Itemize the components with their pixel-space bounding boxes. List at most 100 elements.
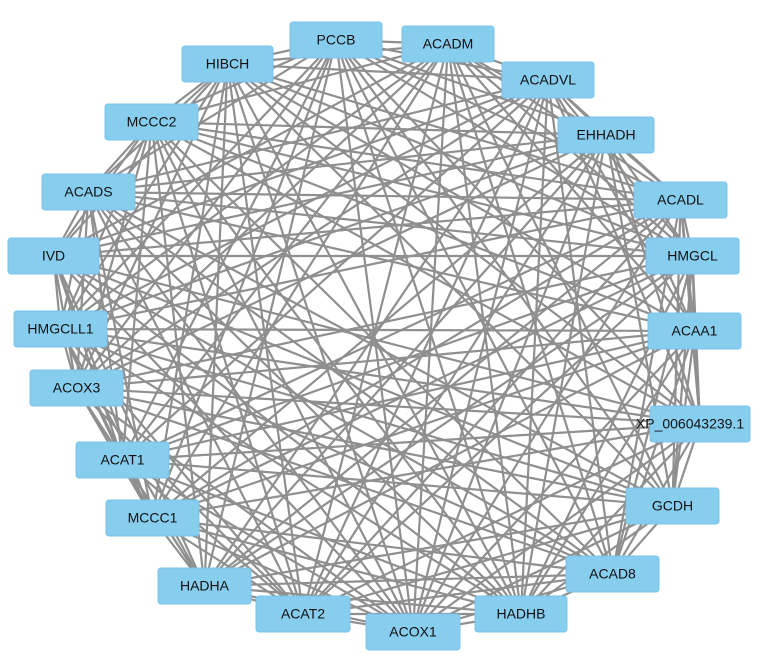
network-edge bbox=[152, 329, 695, 520]
network-edge bbox=[411, 134, 608, 633]
network-edge bbox=[150, 121, 414, 633]
gene-node-box bbox=[649, 405, 751, 443]
network-edge bbox=[203, 79, 549, 587]
network-edges bbox=[52, 38, 702, 634]
gene-node-box bbox=[7, 237, 100, 275]
gene-node-label: XP_006043239.1 bbox=[636, 416, 744, 432]
network-edge bbox=[226, 63, 415, 633]
gene-node-label: ACOX1 bbox=[389, 624, 437, 640]
gene-node-acadvl: ACADVL bbox=[501, 61, 595, 99]
network-edge bbox=[87, 191, 304, 615]
gene-node-label: HMGCLL1 bbox=[27, 321, 93, 337]
network-edge bbox=[604, 134, 674, 507]
gene-node-label: MCCC1 bbox=[128, 510, 178, 526]
network-edge bbox=[87, 191, 522, 615]
gene-node-box bbox=[633, 181, 728, 219]
network-edge bbox=[88, 190, 693, 258]
gene-node-box bbox=[501, 61, 595, 99]
gene-node-label: ACADS bbox=[64, 184, 112, 200]
gene-node-acat2: ACAT2 bbox=[255, 595, 351, 633]
gene-node-box bbox=[41, 173, 136, 211]
gene-node-pccb: PCCB bbox=[289, 21, 383, 59]
gene-node-box bbox=[474, 595, 568, 633]
gene-node-box bbox=[181, 45, 274, 83]
gene-node-label: EHHADH bbox=[576, 127, 635, 143]
network-edge bbox=[88, 133, 607, 194]
network-edge bbox=[60, 327, 673, 508]
network-edge bbox=[227, 62, 681, 202]
network-edge bbox=[151, 42, 449, 124]
network-edge bbox=[227, 62, 693, 258]
network-edge bbox=[151, 120, 693, 258]
gene-node-acox3: ACOX3 bbox=[29, 369, 124, 407]
network-edge bbox=[76, 134, 607, 389]
network-edge bbox=[151, 120, 607, 137]
gene-node-acadl: ACADL bbox=[633, 181, 728, 219]
gene-node-label: MCCC2 bbox=[127, 114, 177, 130]
gene-node-hmgcl: HMGCL bbox=[645, 237, 740, 275]
network-edge bbox=[75, 191, 90, 389]
network-edge bbox=[412, 505, 673, 633]
gene-node-hadha: HADHA bbox=[157, 567, 252, 605]
network-edge bbox=[122, 422, 701, 462]
gene-node-box bbox=[401, 25, 495, 63]
network-edge bbox=[226, 63, 522, 615]
network-edge bbox=[52, 255, 124, 461]
network-edge bbox=[52, 255, 614, 575]
network-edge bbox=[75, 43, 449, 389]
gene-node-label: IVD bbox=[42, 248, 65, 264]
gene-node-label: HIBCH bbox=[206, 56, 250, 72]
gene-node-label: ACAD8 bbox=[589, 566, 636, 582]
network-edge bbox=[53, 254, 701, 426]
gene-node-label: ACADL bbox=[657, 192, 704, 208]
network-edge bbox=[59, 63, 229, 330]
network-edge bbox=[53, 198, 681, 258]
gene-node-ehhadh: EHHADH bbox=[557, 116, 655, 154]
network-edge bbox=[122, 458, 673, 508]
network-edge bbox=[60, 327, 695, 333]
gene-node-box bbox=[13, 310, 108, 348]
gene-node-label: HADHA bbox=[180, 578, 230, 594]
network-edge bbox=[226, 63, 696, 332]
gene-node-box bbox=[365, 613, 461, 651]
gene-node-label: ACADVL bbox=[520, 72, 576, 88]
network-edge bbox=[150, 121, 305, 615]
network-edge bbox=[611, 330, 696, 575]
gene-node-box bbox=[157, 567, 252, 605]
gene-node-hmgcll1: HMGCLL1 bbox=[13, 310, 108, 348]
network-edge bbox=[226, 63, 701, 425]
network-edge bbox=[87, 39, 337, 193]
network-edge bbox=[151, 120, 681, 202]
network-edge bbox=[204, 584, 522, 616]
network-edge bbox=[411, 79, 550, 633]
gene-node-box bbox=[565, 555, 660, 593]
gene-node-label: HADHB bbox=[496, 606, 545, 622]
network-edge bbox=[59, 121, 153, 330]
gene-node-label: GCDH bbox=[652, 498, 693, 514]
network-edge bbox=[87, 191, 414, 633]
network-edge bbox=[151, 120, 695, 333]
gene-node-hadhb: HADHB bbox=[474, 595, 568, 633]
gene-node-mccc1: MCCC1 bbox=[105, 499, 200, 537]
network-edge bbox=[59, 328, 522, 615]
network-edge bbox=[87, 191, 614, 575]
gene-node-box bbox=[557, 116, 655, 154]
gene-node-label: PCCB bbox=[317, 32, 356, 48]
network-edge bbox=[121, 121, 153, 461]
gene-node-acad8: ACAD8 bbox=[565, 555, 660, 593]
gene-node-label: ACADM bbox=[423, 36, 474, 52]
network-edge bbox=[53, 254, 673, 508]
network-edge bbox=[59, 79, 549, 330]
network-edge bbox=[122, 329, 695, 462]
gene-node-acadm: ACADM bbox=[401, 25, 495, 63]
gene-node-acaa1: ACAA1 bbox=[647, 312, 742, 350]
gene-node-acox1: ACOX1 bbox=[365, 613, 461, 651]
network-edge bbox=[88, 78, 549, 194]
gene-node-hibch: HIBCH bbox=[181, 45, 274, 83]
gene-node-acads: ACADS bbox=[41, 173, 136, 211]
gene-node-mccc2: MCCC2 bbox=[104, 103, 199, 141]
gene-node-box bbox=[289, 21, 383, 59]
network-edge bbox=[152, 516, 522, 616]
network-edge bbox=[227, 62, 549, 82]
network-edge bbox=[302, 134, 607, 615]
